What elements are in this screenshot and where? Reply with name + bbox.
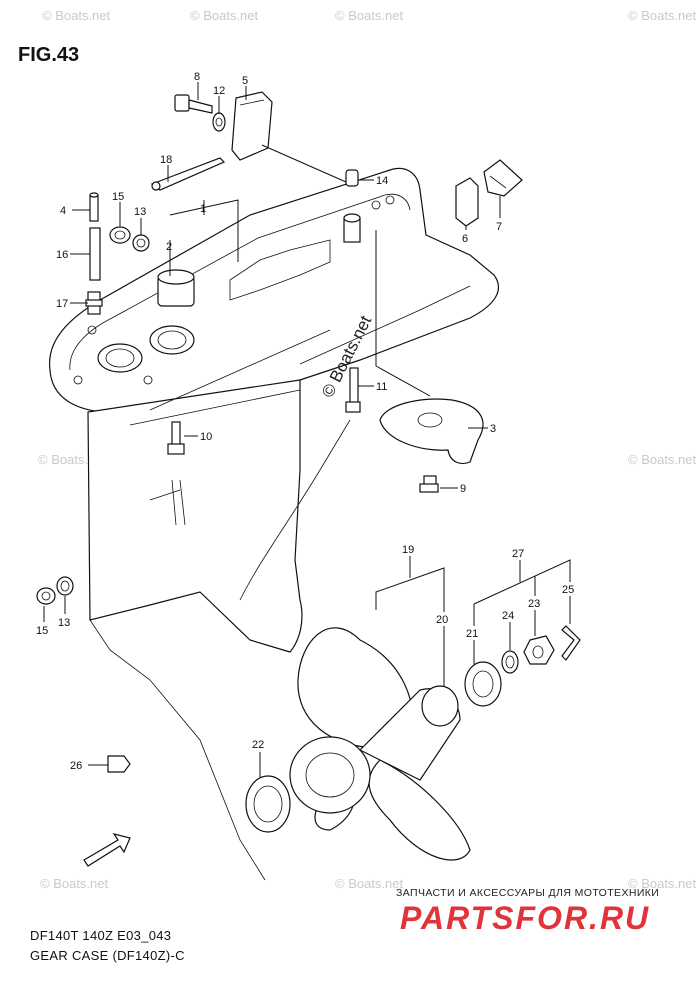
callout-18: 18 — [160, 154, 172, 166]
trim-tab-3 — [379, 398, 484, 465]
callout-numbers: 8 12 5 18 14 4 15 13 1 2 6 7 16 17 11 3 … — [36, 71, 574, 772]
callout-16: 16 — [56, 249, 68, 261]
figure-title: FIG.43 — [18, 44, 80, 66]
callout-17: 17 — [56, 298, 68, 310]
propeller-19 — [289, 627, 471, 861]
plug-15-bottom — [36, 587, 56, 605]
gear-case-housing — [49, 167, 499, 881]
bolt-9 — [419, 475, 439, 493]
callout-22: 22 — [252, 739, 264, 751]
gasket-13-top — [132, 234, 150, 252]
clip-7 — [483, 159, 523, 197]
cotter-pin-25 — [561, 625, 581, 661]
pipe-16 — [89, 227, 101, 281]
callout-3: 3 — [490, 423, 496, 435]
watermark: © Boats.net — [335, 8, 404, 23]
clip-6 — [455, 177, 479, 227]
watermark: © Boats.net — [628, 452, 696, 467]
watermark: © Boats.net — [190, 8, 259, 23]
watermark: © Boats.net — [628, 876, 696, 891]
callout-13-bottom: 13 — [58, 617, 70, 629]
washer-12 — [212, 112, 226, 132]
callout-1: 1 — [200, 203, 206, 215]
bolt-8 — [174, 94, 213, 114]
dowel-4 — [89, 192, 99, 222]
callout-4: 4 — [60, 205, 66, 217]
pin-14 — [345, 169, 359, 187]
callout-21: 21 — [466, 628, 478, 640]
callout-15-top: 15 — [112, 191, 124, 203]
callout-2: 2 — [166, 241, 172, 253]
gasket-13-bottom — [56, 576, 74, 596]
brand-logo: PARTSFOR.RU — [400, 900, 651, 936]
thrust-washer-22 — [245, 775, 291, 833]
callout-11: 11 — [376, 381, 387, 393]
callout-23: 23 — [528, 598, 540, 610]
callout-9: 9 — [460, 483, 466, 495]
nipple-17 — [85, 291, 103, 315]
nut-23 — [523, 635, 555, 665]
anode-5 — [231, 91, 273, 161]
callout-25: 25 — [562, 584, 574, 596]
callout-15-bottom: 15 — [36, 625, 48, 637]
callout-20: 20 — [436, 614, 448, 626]
spacer-21 — [464, 661, 502, 707]
callout-5: 5 — [242, 75, 248, 87]
callout-10: 10 — [200, 431, 212, 443]
bolt-10 — [167, 421, 185, 455]
callout-26: 26 — [70, 760, 82, 772]
footer-section-name: GEAR CASE (DF140Z)-C — [30, 948, 185, 963]
washer-24 — [501, 650, 519, 674]
fwd-arrow-icon — [83, 833, 131, 867]
watermark: © Boats.net — [335, 876, 404, 891]
watermark: © Boats.net — [628, 8, 696, 23]
callout-27: 27 — [512, 548, 524, 560]
watermark: © Boats.net — [40, 876, 109, 891]
callout-24: 24 — [502, 610, 514, 622]
footer-model-code: DF140T 140Z E03_043 — [30, 928, 172, 943]
cable-tie-18 — [150, 157, 226, 191]
callout-8: 8 — [194, 71, 200, 83]
callout-12: 12 — [213, 85, 225, 97]
brand-subtitle: ЗАПЧАСТИ И АКСЕССУАРЫ ДЛЯ МОТОТЕХНИКИ — [396, 887, 660, 899]
cap-26 — [107, 755, 131, 773]
plug-15-top — [109, 226, 131, 244]
leader-lines — [43, 82, 571, 778]
callout-14: 14 — [376, 175, 388, 187]
callout-19: 19 — [402, 544, 414, 556]
callout-13-top: 13 — [134, 206, 146, 218]
callout-7: 7 — [496, 221, 502, 233]
watermark: © Boats.net — [42, 8, 111, 23]
callout-6: 6 — [462, 233, 468, 245]
